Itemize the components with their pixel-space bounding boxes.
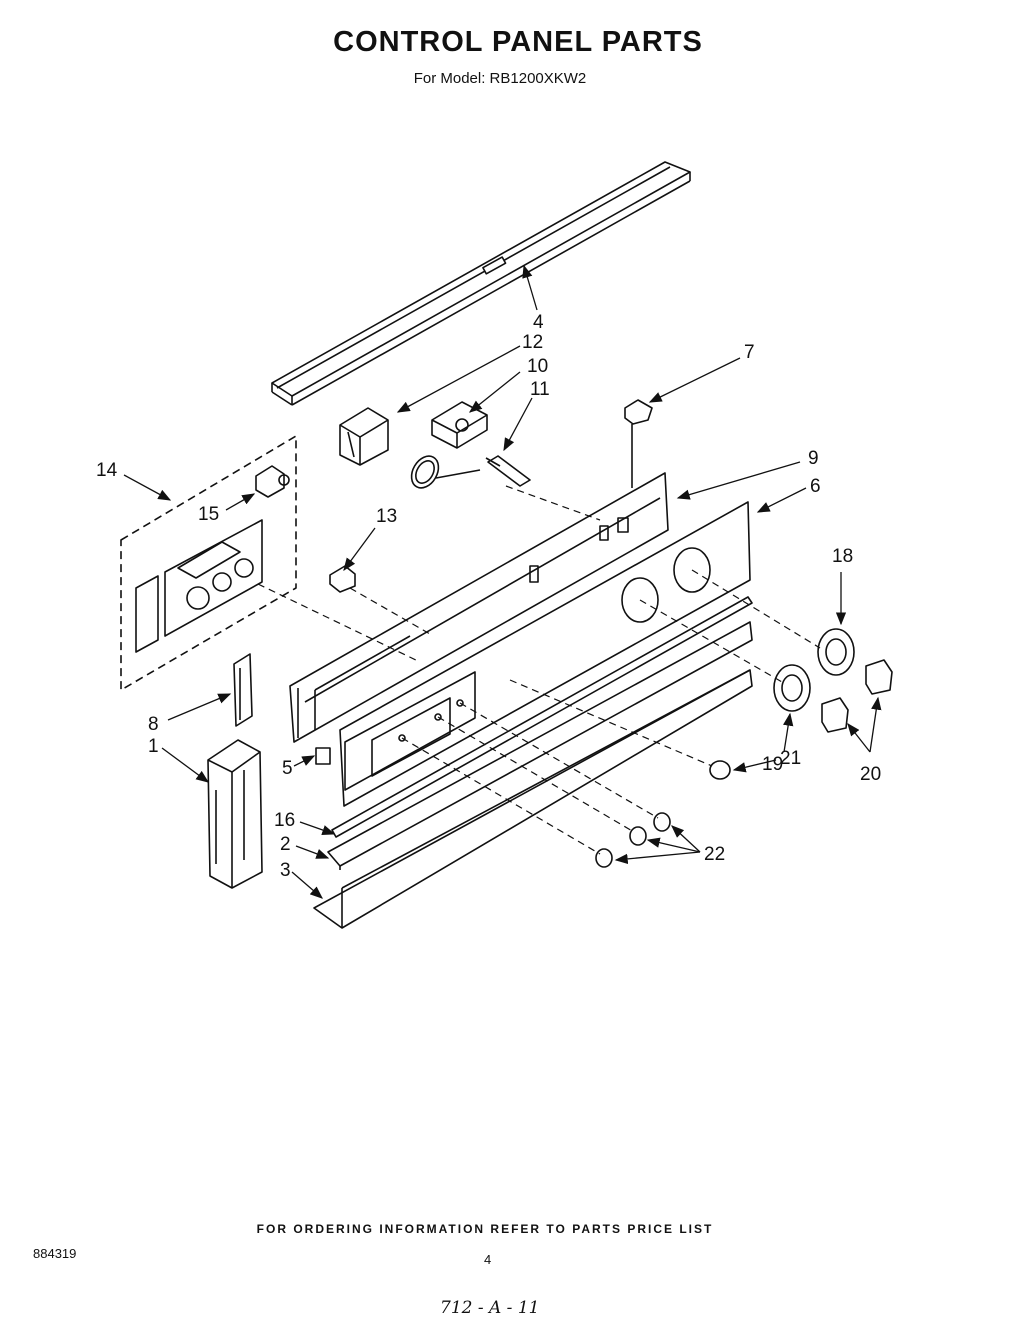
part-19-bezel <box>773 664 811 712</box>
callout-2: 2 <box>280 834 291 855</box>
part-20-knobs <box>821 659 893 733</box>
callout-5: 5 <box>282 758 293 779</box>
callout-19: 19 <box>762 754 783 775</box>
part-10-bracket <box>431 401 488 449</box>
callout-13: 13 <box>376 506 397 527</box>
page-number: 4 <box>484 1252 492 1267</box>
part-4-top-trim <box>271 161 691 406</box>
callout-9: 9 <box>808 448 819 469</box>
document-number: 884319 <box>33 1246 77 1261</box>
part-12-switch <box>339 407 389 466</box>
callout-18: 18 <box>832 546 853 567</box>
handwritten-note: 712 - A - 11 <box>440 1298 540 1318</box>
part-9-panel <box>289 472 669 743</box>
part-15-clock-knob <box>255 465 290 498</box>
callout-3: 3 <box>280 860 291 881</box>
page-title: CONTROL PANEL PARTS <box>333 26 703 58</box>
alignment-lines <box>257 485 821 855</box>
callout-12: 12 <box>522 332 543 353</box>
callout-10: 10 <box>527 356 548 377</box>
callout-15: 15 <box>198 504 219 525</box>
part-1-terminal-block <box>207 739 263 889</box>
indicator-ring <box>410 455 481 489</box>
callout-20: 20 <box>860 764 881 785</box>
part-2-trim <box>327 621 753 870</box>
part-6-backsplash <box>339 501 751 807</box>
callout-labels: 4 12 10 11 7 9 6 14 15 13 18 8 1 5 19 20… <box>96 312 881 881</box>
part-22-grommets <box>595 812 671 868</box>
part-14-clock-assembly <box>120 435 297 691</box>
part-3-bottom-trim <box>313 669 753 929</box>
callout-8: 8 <box>148 714 159 735</box>
callout-16: 16 <box>274 810 295 831</box>
callout-6: 6 <box>810 476 821 497</box>
part-11-lamp <box>485 455 531 487</box>
part-21-grommet <box>709 760 731 780</box>
callout-11: 11 <box>530 379 550 400</box>
model-subtitle: For Model: RB1200XKW2 <box>413 70 587 87</box>
leader-arrows <box>123 264 882 899</box>
part-18-bezel <box>817 628 855 676</box>
callout-14: 14 <box>96 460 118 481</box>
callout-4: 4 <box>533 312 544 333</box>
callout-7: 7 <box>744 342 755 363</box>
callout-21: 21 <box>780 748 801 769</box>
part-7-clip <box>624 399 653 488</box>
ordering-note: FOR ORDERING INFORMATION REFER TO PARTS … <box>256 1222 714 1236</box>
callout-1: 1 <box>148 736 159 757</box>
part-5-clip <box>315 747 331 765</box>
part-8-bracket <box>233 653 253 727</box>
callout-22: 22 <box>704 844 725 865</box>
